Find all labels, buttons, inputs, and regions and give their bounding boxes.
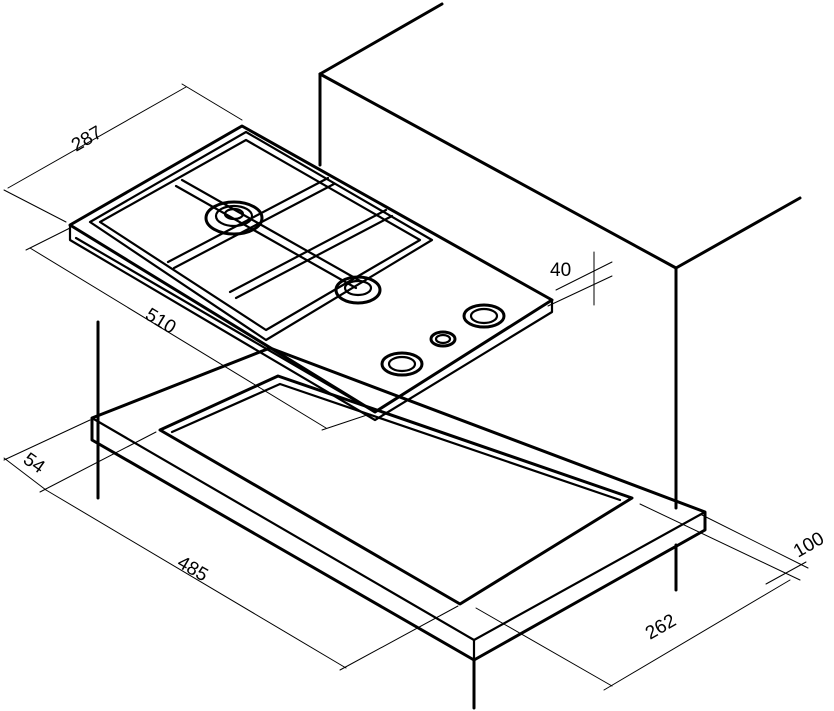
pan-support-grid bbox=[88, 130, 434, 342]
worktop-with-cutout bbox=[90, 346, 707, 662]
cabinet-side-lines bbox=[96, 320, 476, 710]
grid-bars bbox=[166, 176, 394, 300]
control-knobs bbox=[380, 303, 506, 377]
dim-hob-width-label: 510 bbox=[141, 304, 179, 338]
burner-large bbox=[204, 200, 264, 236]
dim-cabinet-clearance-label: 100 bbox=[790, 528, 828, 562]
burner-small bbox=[334, 275, 382, 305]
gas-hob bbox=[68, 124, 554, 422]
dim-cutout-depth-label: 262 bbox=[642, 610, 680, 644]
dim-cutout-offset-label: 54 bbox=[19, 449, 49, 479]
dim-hob-height-label: 40 bbox=[550, 260, 571, 281]
wall-cabinet bbox=[318, 2, 802, 592]
dimension-lines bbox=[3, 83, 809, 691]
dimension-labels: 287 510 40 54 485 262 100 bbox=[19, 122, 828, 644]
dim-cutout-width-label: 485 bbox=[174, 552, 212, 586]
